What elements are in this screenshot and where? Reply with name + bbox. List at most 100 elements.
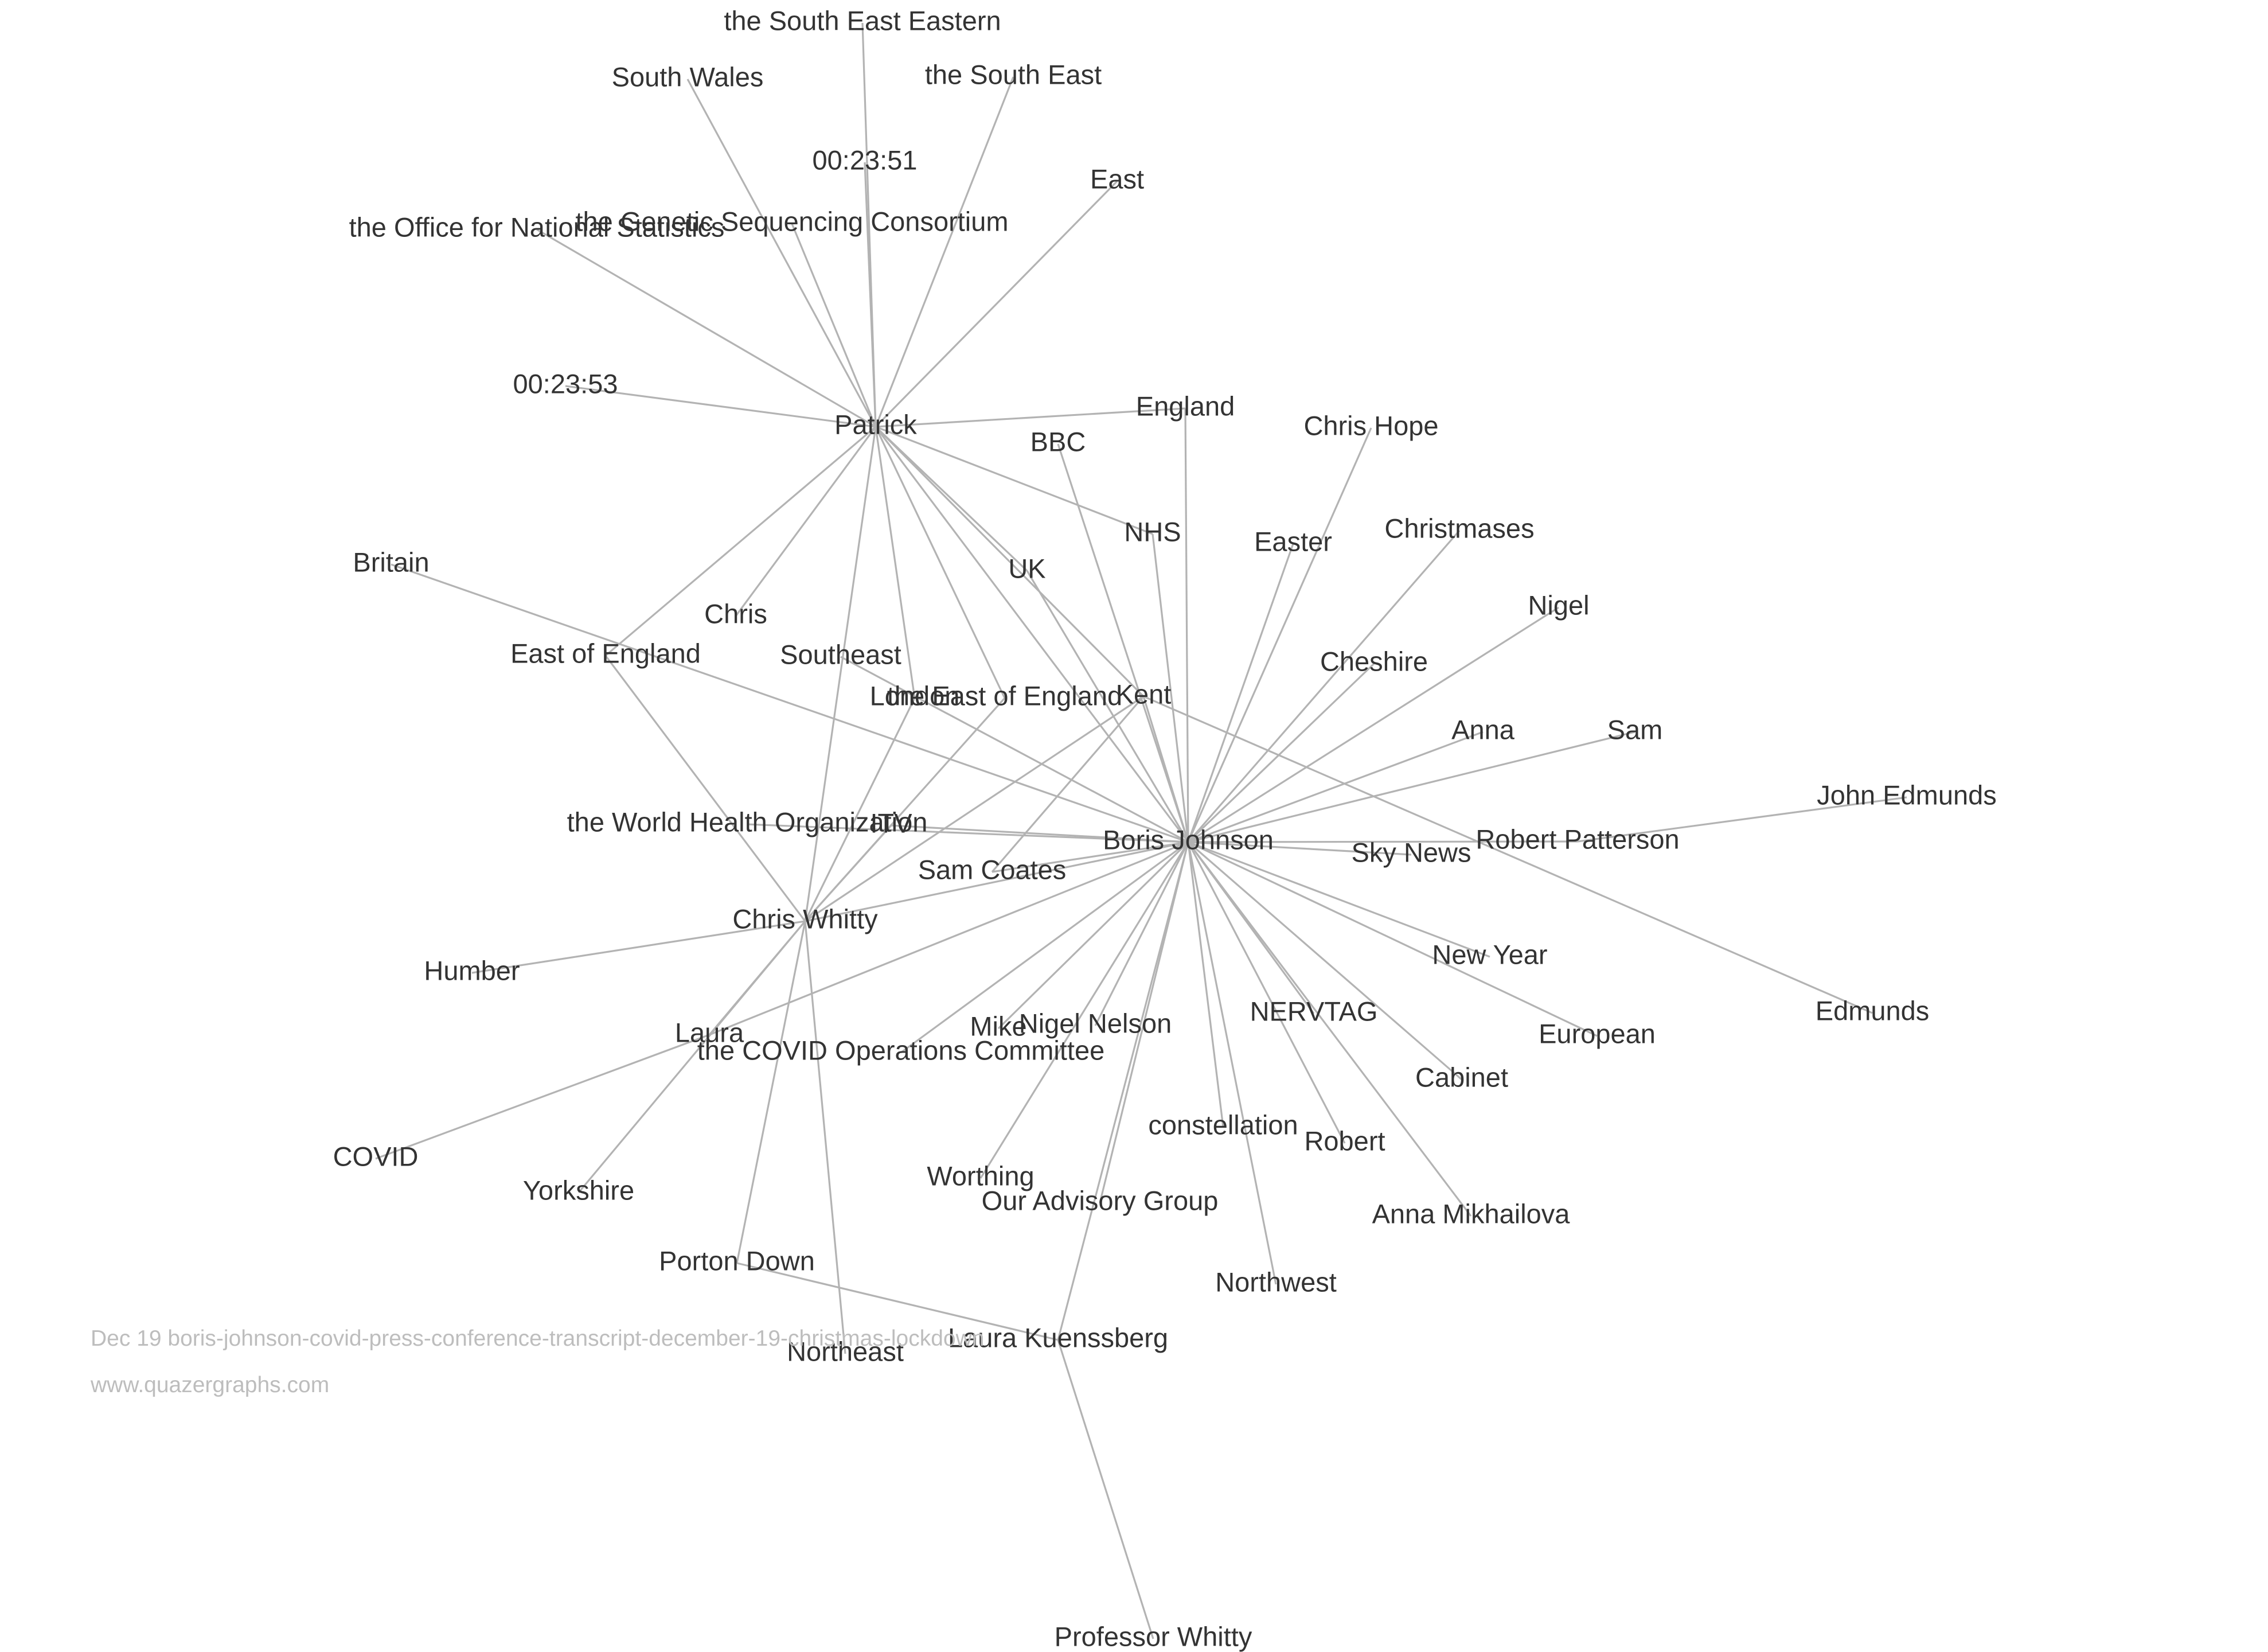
graph-edge-laura-covid [375, 1034, 710, 1160]
graph-node-kent: Kent [1116, 679, 1172, 709]
graph-node-britain: Britain [353, 547, 429, 577]
graph-node-cheshire: Cheshire [1320, 646, 1428, 676]
graph-edge-patrick-the_se [875, 76, 1014, 427]
graph-edge-boris-nigel [1188, 606, 1559, 843]
graph-edge-porton_down-laura_k [736, 1262, 1059, 1341]
graph-edge-kent-edmunds [1143, 695, 1873, 1014]
graph-node-covid: COVID [333, 1141, 419, 1171]
graph-edge-boris-nigel_nelson [1094, 841, 1189, 1026]
graph-edge-boris-southeast [840, 656, 1189, 843]
graph-node-robert_patterson: Robert Patterson [1475, 824, 1679, 854]
graph-node-easter: Easter [1254, 526, 1332, 556]
graph-edge-patrick-chris [735, 426, 877, 617]
graph-node-the_east_of_england: the East of England [887, 680, 1122, 711]
graph-edge-boris-covid_ops [900, 841, 1189, 1054]
graph-edge-boris-cheshire [1187, 663, 1375, 843]
graph-edge-whitty-porton_down [736, 921, 806, 1264]
graph-edge-patrick-boris [875, 426, 1189, 843]
graph-node-itv: ITV [870, 808, 912, 838]
graph-node-laura_k: Laura Kuenssberg [948, 1322, 1168, 1353]
graph-edge-patrick-east_of_england [604, 426, 877, 657]
graph-node-nigel_nelson: Nigel Nelson [1019, 1008, 1172, 1038]
graph-node-east_of_england: East of England [510, 638, 701, 668]
graph-node-constellation: constellation [1148, 1109, 1298, 1140]
graph-node-christmases: Christmases [1384, 513, 1534, 543]
graph-node-advisory: Our Advisory Group [982, 1185, 1219, 1215]
graph-node-who: the World Health Organization [567, 806, 928, 837]
graph-node-gsc: the Genetic Sequencing Consortium [575, 206, 1008, 236]
graph-node-sky_news: Sky News [1352, 837, 1471, 867]
graph-edge-boris-laura_k [1057, 841, 1189, 1341]
graph-node-chris: Chris [704, 598, 767, 629]
graph-edge-patrick-east [875, 180, 1118, 428]
graph-edge-patrick-gsc [791, 223, 877, 427]
graph-edge-whitty-kent [805, 695, 1144, 922]
graph-node-sam: Sam [1607, 714, 1663, 745]
graph-node-t2353: 00:23:53 [513, 368, 618, 399]
graph-edge-boris-bbc [1057, 443, 1189, 843]
graph-node-european: European [1539, 1018, 1656, 1049]
graph-node-ons: the Office for National Statistics [349, 212, 725, 242]
graph-node-southeast: Southeast [780, 639, 901, 669]
graph-node-boris: Boris Johnson [1103, 824, 1274, 855]
graph-caption-title: Dec 19 boris-johnson-covid-press-confere… [91, 1326, 985, 1351]
graph-edge-boris-uk [1026, 570, 1189, 843]
graph-edge-boris-anna [1188, 731, 1484, 843]
graph-node-edmunds: Edmunds [1816, 995, 1930, 1026]
graph-node-new_year: New Year [1432, 939, 1547, 969]
graph-edge-boris-northwest [1187, 841, 1277, 1285]
graph-edge-patrick-kent [875, 426, 1145, 698]
graph-edge-patrick-the_east_of_england [875, 426, 1006, 699]
graph-node-the_se: the South East [925, 59, 1102, 89]
graph-edge-patrick-nhs [875, 426, 1153, 535]
graph-edge-boris-england [1184, 408, 1189, 843]
graph-node-nervtag: NERVTAG [1250, 996, 1378, 1026]
graph-node-east: East [1090, 163, 1144, 194]
graph-node-northwest: Northwest [1215, 1267, 1337, 1297]
graph-edge-whitty-east_of_england [604, 655, 806, 922]
graph-edge-patrick-england [875, 407, 1186, 428]
graph-node-chris_hope: Chris Hope [1303, 410, 1438, 441]
graph-node-anna: Anna [1451, 714, 1515, 745]
graph-node-whitty: Chris Whitty [732, 903, 878, 934]
graph-edge-whitty-yorkshire [577, 920, 806, 1194]
graph-edges [375, 22, 1907, 1639]
graph-node-mike: Mike [970, 1011, 1026, 1041]
graph-edge-boris-easter [1187, 543, 1294, 843]
graph-node-yorkshire: Yorkshire [523, 1175, 634, 1205]
graph-edge-kent-sam_coates [991, 695, 1145, 873]
graph-node-patrick: Patrick [834, 409, 917, 439]
graph-node-northeast: Northeast [787, 1336, 904, 1366]
graph-edge-boris-european [1188, 841, 1598, 1037]
graph-node-humber: Humber [424, 955, 520, 985]
graph-edge-laura_k-prof_whitty [1057, 1339, 1154, 1639]
graph-edge-patrick-whitty [804, 426, 877, 922]
graph-node-nhs: NHS [1124, 516, 1181, 547]
graph-node-bbc: BBC [1030, 426, 1086, 457]
graph-node-england: England [1136, 391, 1235, 421]
graph-node-covid_ops: the COVID Operations Committee [697, 1035, 1105, 1065]
graph-edge-patrick-south_wales [686, 79, 877, 427]
graph-edge-boris-sky_news [1188, 841, 1412, 856]
graph-node-south_wales: South Wales [612, 61, 764, 92]
graph-node-porton_down: Porton Down [659, 1245, 815, 1276]
graph-node-worthing: Worthing [927, 1160, 1034, 1191]
graph-edge-boris-anna_m [1187, 841, 1472, 1217]
graph-edge-boris-britain [391, 563, 1189, 843]
graph-edge-boris-kent [1142, 696, 1189, 843]
graph-node-john_edmunds: John Edmunds [1817, 780, 1997, 810]
graph-edge-boris-chris_hope [1187, 427, 1372, 843]
graph-edge-patrick-london [875, 426, 916, 699]
graph-edge-patrick-t2351 [864, 162, 877, 427]
graph-node-cabinet: Cabinet [1415, 1062, 1508, 1092]
graph-edge-boris-robert [1187, 841, 1346, 1144]
graph-node-sam_coates: Sam Coates [918, 854, 1067, 885]
graph-edge-boris-robert_patterson [1188, 840, 1578, 843]
graph-edge-whitty-northeast [804, 921, 846, 1354]
graph-node-robert: Robert [1304, 1125, 1385, 1156]
graph-edge-boris-advisory [1099, 841, 1189, 1203]
graph-edge-patrick-ons [536, 228, 876, 428]
graph-node-prof_whitty: Professor Whitty [1055, 1621, 1252, 1651]
